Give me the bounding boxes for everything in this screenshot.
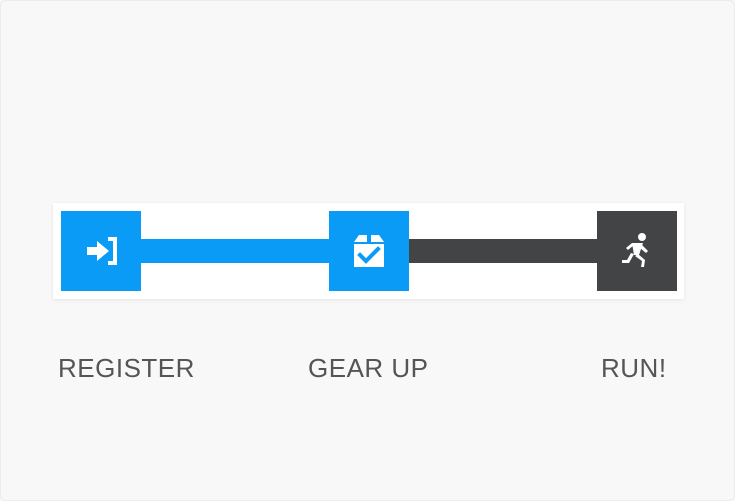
step-run[interactable] bbox=[597, 211, 677, 291]
running-person-icon bbox=[617, 231, 657, 271]
connector-gearup-run bbox=[409, 239, 597, 263]
step-gear-up[interactable] bbox=[329, 211, 409, 291]
login-icon bbox=[81, 231, 121, 271]
connector-register-gearup bbox=[141, 239, 329, 263]
box-check-icon bbox=[348, 230, 390, 272]
step-register[interactable] bbox=[61, 211, 141, 291]
step-label-run: RUN! bbox=[601, 353, 667, 383]
step-label-register: REGISTER bbox=[58, 353, 195, 383]
progress-track bbox=[53, 203, 684, 299]
step-label-gear-up: GEAR UP bbox=[308, 353, 429, 383]
